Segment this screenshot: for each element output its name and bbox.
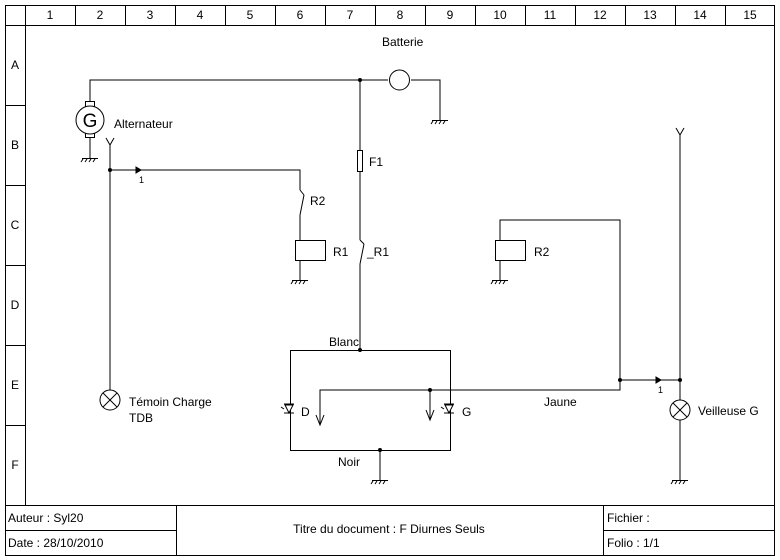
relay-r1-coil <box>295 240 326 261</box>
veilleuse-lamp-icon <box>669 399 691 421</box>
relay-r2-coil <box>495 240 526 261</box>
row-header-C: C <box>11 218 20 232</box>
ground-icon <box>670 480 688 485</box>
led-d-icon <box>280 403 325 427</box>
connector-label: 1 <box>139 175 144 185</box>
lamp-box <box>290 350 451 451</box>
document-title: Titre du document : F Diurnes Seuls <box>293 522 485 536</box>
column-header-1: 1 <box>47 8 54 22</box>
relay-r1-contact <box>359 239 365 265</box>
row-header-B: B <box>11 138 19 152</box>
file-field: Fichier : <box>607 511 650 525</box>
column-header-4: 4 <box>197 8 204 22</box>
led-d-label: D <box>301 405 310 419</box>
relay-r1-contact-label: _R1 <box>366 245 389 259</box>
connector-icon <box>648 376 662 384</box>
fuse-label: F1 <box>369 155 383 169</box>
temoin-lamp-icon <box>99 389 121 411</box>
column-header-3: 3 <box>147 8 154 22</box>
wire-top-bus <box>89 79 388 104</box>
alternator-symbol: G <box>75 101 105 158</box>
wire-jaune <box>319 379 680 425</box>
author-field: Auteur : Syl20 <box>8 511 84 525</box>
row-header-A: A <box>11 58 19 72</box>
column-header-5: 5 <box>247 8 254 22</box>
column-header-7: 7 <box>347 8 354 22</box>
wire-battery-ground <box>411 79 441 120</box>
outer-frame <box>5 5 775 556</box>
terminal-icon <box>675 127 685 137</box>
wires <box>89 79 681 480</box>
column-header-15: 15 <box>743 8 757 22</box>
junctions <box>108 78 682 452</box>
alternator-g-letter: G <box>83 111 98 132</box>
battery-label: Batterie <box>382 35 424 49</box>
relay-r2-contact-label: R2 <box>310 194 326 208</box>
row-header-E: E <box>11 378 19 392</box>
ground-icon <box>290 280 308 285</box>
column-header-8: 8 <box>397 8 404 22</box>
date-field: Date : 28/10/2010 <box>8 536 104 550</box>
battery-symbol <box>389 69 410 91</box>
wire-to-r2 <box>110 169 301 190</box>
temoin-label-line2: TDB <box>129 411 153 425</box>
column-header-11: 11 <box>544 8 557 22</box>
connector-label: 1 <box>658 385 663 395</box>
ground-icon <box>370 480 388 485</box>
column-header-9: 9 <box>447 8 454 22</box>
ground-icon <box>490 280 508 285</box>
fuse-f1 <box>357 150 363 172</box>
ground-icon <box>430 120 448 125</box>
column-header-12: 12 <box>593 8 607 22</box>
jaune-label: Jaune <box>544 395 577 409</box>
title-block: Auteur : Syl20 Date : 28/10/2010 Titre d… <box>5 505 775 555</box>
blanc-label: Blanc <box>329 335 359 349</box>
led-g-icon <box>425 403 454 422</box>
connector-icon <box>128 166 142 174</box>
relay-r2-coil-label: R2 <box>534 245 550 259</box>
temoin-label-line1: Témoin Charge <box>129 395 212 409</box>
row-header-D: D <box>11 298 20 312</box>
wire-r2-right <box>499 219 621 380</box>
led-g-label: G <box>462 405 471 419</box>
row-header-F: F <box>11 458 18 472</box>
relay-r2-contact <box>299 189 305 222</box>
column-header-6: 6 <box>297 8 304 22</box>
relay-r1-coil-label: R1 <box>333 245 349 259</box>
column-header-13: 13 <box>643 8 657 22</box>
column-header-14: 14 <box>693 8 707 22</box>
column-header-2: 2 <box>97 8 104 22</box>
terminal-icon <box>105 137 115 147</box>
veilleuse-label: Veilleuse G <box>698 404 759 418</box>
folio-field: Folio : 1/1 <box>607 536 660 550</box>
alternator-label: Alternateur <box>114 117 173 131</box>
row-headers: A B C D E F <box>5 58 25 472</box>
noir-label: Noir <box>338 455 360 469</box>
ground-icon <box>80 158 98 163</box>
column-header-10: 10 <box>493 8 507 22</box>
